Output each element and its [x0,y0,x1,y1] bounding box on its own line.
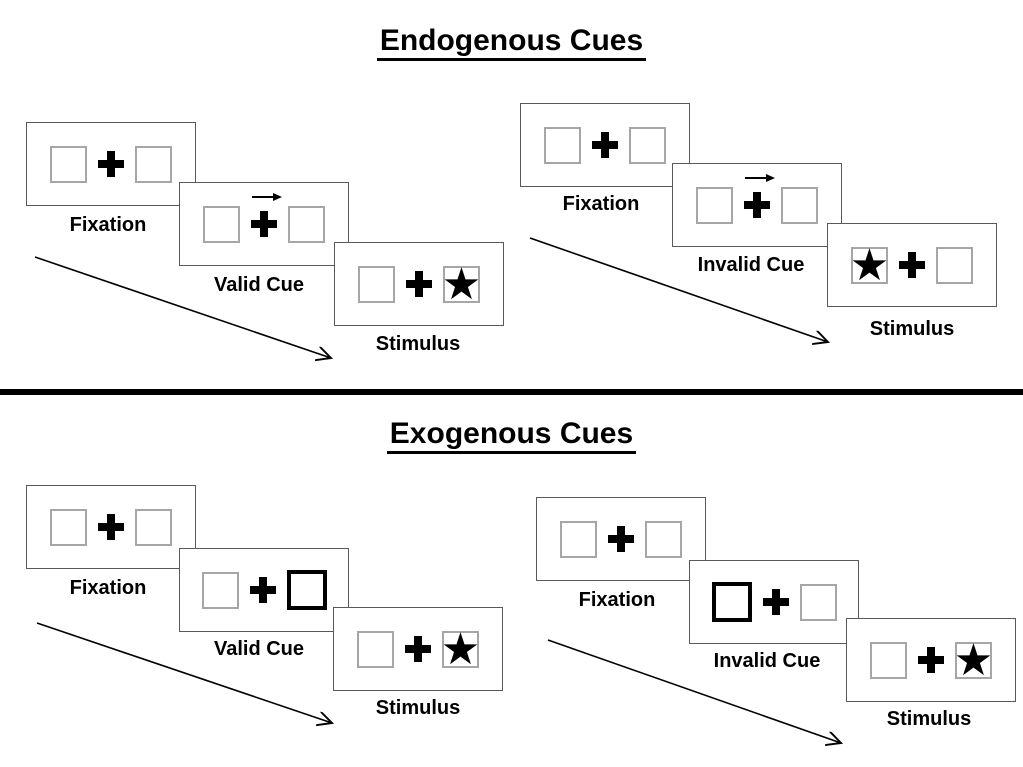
panel-label-stimulus: Stimulus [375,333,461,355]
panel-stimulus: ★ [334,242,504,326]
right-box [135,508,172,546]
right-box [135,145,172,183]
panel-label-fixation: Fixation [578,589,656,611]
panel-fixation [520,103,690,187]
timeline-arrow-icon [547,639,850,750]
left-box [50,508,87,546]
fixation-cross-icon [98,514,124,540]
star-icon: ★ [849,239,890,291]
panel-stimulus: ★ [333,607,503,691]
panel-fixation [26,122,196,206]
cue-arrow-icon [745,174,775,182]
fixation-cross-icon [762,589,789,615]
panel-label-valid-cue: Valid Cue [213,274,305,296]
left-box [870,641,907,679]
star-box: ★ [440,623,481,675]
panel-label-stimulus: Stimulus [886,708,972,730]
cue-arrow-icon [252,193,282,201]
panel-label-valid-cue: Valid Cue [213,638,305,660]
star-icon: ★ [953,634,994,686]
timeline-arrow-icon [36,622,342,731]
right-box [288,205,325,243]
star-box: ★ [953,634,994,686]
panel-invalid-cue [689,560,859,644]
fixation-cross-icon [98,151,124,177]
star-box: ★ [849,239,890,291]
panel-label-invalid-cue: Invalid Cue [713,650,821,672]
left-box [201,571,239,609]
panel-invalid-cue [672,163,842,247]
left-box [50,145,87,183]
right-box [781,186,818,224]
right-box [629,126,666,164]
left-box [358,265,395,303]
panel-label-fixation: Fixation [562,193,640,215]
fixation-cross-icon [405,636,431,662]
panel-label-fixation: Fixation [69,577,147,599]
left-box [357,630,394,668]
panel-label-invalid-cue: Invalid Cue [697,254,805,276]
fixation-cross-icon [592,132,618,158]
section-title-endogenous-text: Endogenous Cues [376,24,647,61]
panel-label-stimulus: Stimulus [869,318,955,340]
star-box: ★ [441,258,482,310]
right-box [799,583,837,621]
panel-stimulus: ★ [827,223,997,307]
fixation-cross-icon [608,526,634,552]
left-box [203,205,240,243]
left-box [544,126,581,164]
panel-valid-cue [179,548,349,632]
fixation-cross-icon [251,211,277,237]
left-box [696,186,733,224]
right-box [936,246,973,284]
fixation-cross-icon [744,192,770,218]
section-title-exogenous-text: Exogenous Cues [386,417,637,454]
star-icon: ★ [440,623,481,675]
star-icon: ★ [441,258,482,310]
fixation-cross-icon [249,577,276,603]
panel-label-fixation: Fixation [69,214,147,236]
section-divider [0,389,1023,395]
cue-highlight-box [286,570,327,610]
cue-highlight-box [711,582,752,622]
timeline-arrow-icon [529,237,837,350]
timeline-arrow-icon [34,256,340,366]
left-box [560,520,597,558]
panel-valid-cue [179,182,349,266]
section-title-exogenous: Exogenous Cues [0,417,1023,454]
right-box [645,520,682,558]
panel-label-stimulus: Stimulus [375,697,461,719]
section-title-endogenous: Endogenous Cues [0,24,1023,61]
panel-stimulus: ★ [846,618,1016,702]
fixation-cross-icon [918,647,944,673]
panel-fixation [536,497,706,581]
panel-fixation [26,485,196,569]
fixation-cross-icon [406,271,432,297]
fixation-cross-icon [899,252,925,278]
